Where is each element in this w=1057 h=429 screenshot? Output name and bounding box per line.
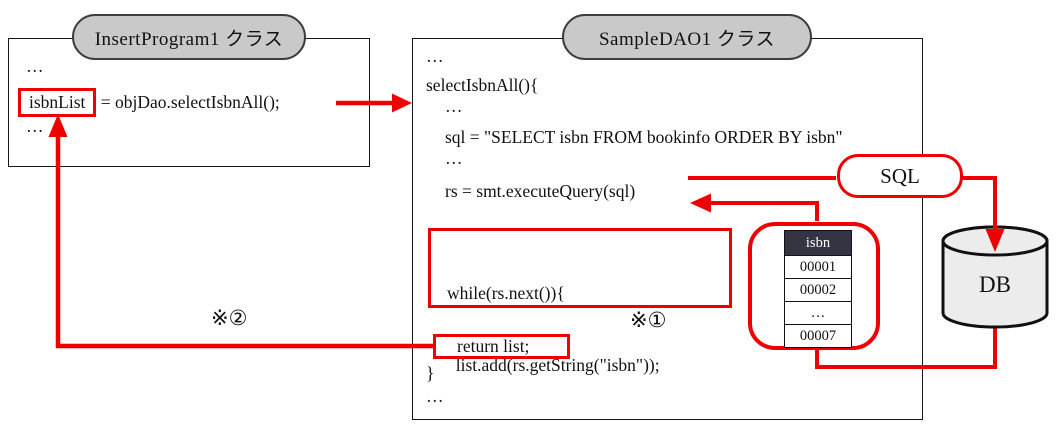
dao-rs-line: rs = smt.executeQuery(sql) bbox=[445, 181, 636, 201]
db-label: DB bbox=[979, 272, 1011, 297]
table-row: 00001 bbox=[784, 255, 852, 279]
return-line: return list; bbox=[457, 336, 530, 356]
result-table-header: isbn bbox=[784, 230, 852, 256]
table-row: 00002 bbox=[784, 278, 852, 302]
isbnlist-highlight-box: isbnList bbox=[18, 88, 97, 117]
while-line-3: } bbox=[447, 425, 723, 429]
dao-method-open: selectIsbnAll(){ bbox=[426, 75, 539, 95]
return-highlight-box: return list; bbox=[433, 334, 570, 359]
sampledao1-class-title: SampleDAO1 クラス bbox=[562, 14, 812, 60]
sql-to-db-arrow bbox=[961, 176, 1005, 252]
dao-sql-line: sql = "SELECT isbn FROM bookinfo ORDER B… bbox=[445, 127, 843, 147]
left-code-line: isbnList = objDao.selectIsbnAll(); bbox=[18, 88, 280, 117]
result-table: isbn 00001 00002 … 00007 bbox=[784, 230, 852, 348]
result-cell-1: 00001 bbox=[784, 255, 852, 279]
result-table-header-row: isbn bbox=[784, 230, 852, 256]
while-line-1: while(rs.next()){ bbox=[447, 283, 565, 303]
left-code-ellipsis-bottom: … bbox=[26, 116, 44, 136]
sql-pill: SQL bbox=[837, 154, 963, 198]
left-code-line-rest: = objDao.selectIsbnAll(); bbox=[96, 92, 280, 112]
dao-ellipsis-a: … bbox=[445, 96, 463, 116]
left-code-ellipsis-top: … bbox=[26, 56, 44, 76]
dao-ellipsis-b: … bbox=[445, 148, 463, 168]
while-loop-highlight-box: while(rs.next()){ list.add(rs.getString(… bbox=[428, 228, 732, 429]
table-row: … bbox=[784, 301, 852, 325]
note-1-label: ※① bbox=[630, 308, 667, 332]
while-line-2: list.add(rs.getString("isbn")); bbox=[447, 355, 660, 375]
result-cell-4: 00007 bbox=[784, 324, 852, 348]
dao-ellipsis-top: … bbox=[426, 46, 444, 66]
dao-ellipsis-bottom: … bbox=[426, 386, 444, 406]
dao-method-close: } bbox=[426, 363, 435, 383]
result-cell-2: 00002 bbox=[784, 278, 852, 302]
note-2-label: ※② bbox=[211, 306, 248, 330]
table-row: 00007 bbox=[784, 324, 852, 348]
insertprogram1-class-title: InsertProgram1 クラス bbox=[72, 14, 306, 60]
result-cell-3: … bbox=[784, 301, 852, 325]
